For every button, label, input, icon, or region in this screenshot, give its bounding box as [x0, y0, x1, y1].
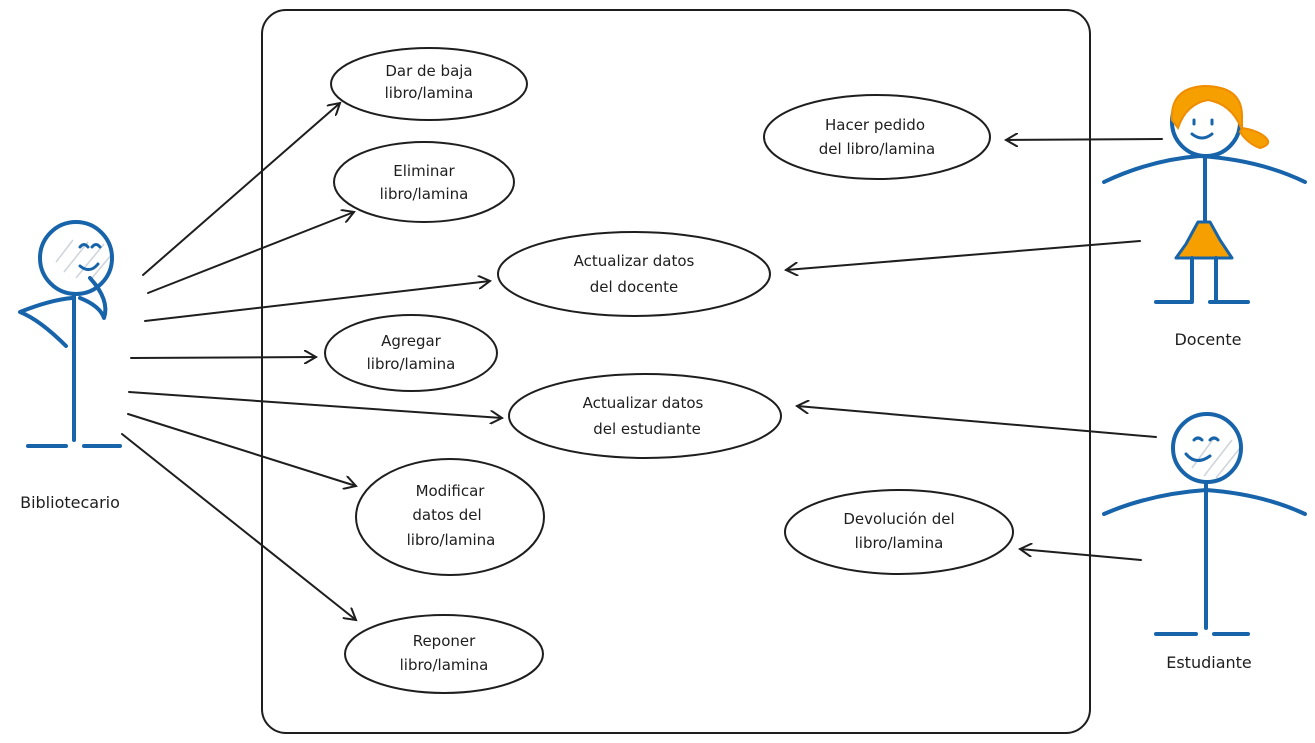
- arrow-bibliotecario-agregar: [130, 357, 316, 358]
- actor-estudiante[interactable]: [1102, 412, 1307, 636]
- use-case-label: del estudiante: [593, 420, 701, 438]
- arrow-bibliotecario-modificar: [127, 413, 356, 486]
- arrow-docente-actualizar-docente: [786, 240, 1141, 270]
- use-case-label: Actualizar datos: [574, 252, 695, 270]
- arrow-bibliotecario-dar-baja: [142, 103, 340, 276]
- use-case-modificar[interactable]: Modificar datos del libro/lamina: [355, 458, 545, 576]
- use-case-reponer[interactable]: Reponer libro/lamina: [344, 614, 544, 694]
- use-case-label: del libro/lamina: [819, 140, 935, 158]
- use-case-label: datos del: [412, 506, 481, 524]
- use-case-label: Eliminar: [393, 162, 455, 180]
- use-case-label: del docente: [590, 278, 678, 296]
- use-case-label: libro/lamina: [385, 84, 474, 102]
- actor-docente[interactable]: [1102, 84, 1307, 304]
- arrow-estudiante-devolucion: [1020, 549, 1142, 561]
- associations: [121, 103, 1163, 620]
- actor-head: [1171, 412, 1243, 484]
- arrow-docente-hacer-pedido: [1006, 139, 1163, 140]
- arrow-bibliotecario-reponer: [121, 433, 356, 620]
- use-case-dar-baja[interactable]: Dar de baja libro/lamina: [330, 47, 528, 121]
- use-case-eliminar[interactable]: Eliminar libro/lamina: [333, 141, 515, 223]
- use-case-agregar[interactable]: Agregar libro/lamina: [324, 314, 498, 392]
- use-case-actualizar-estudiante[interactable]: Actualizar datos del estudiante: [508, 373, 782, 459]
- actor-label-docente: Docente: [1174, 330, 1241, 349]
- use-case-label: Devolución del: [843, 510, 954, 528]
- use-case-devolucion[interactable]: Devolución del libro/lamina: [784, 489, 1014, 575]
- use-case-actualizar-docente[interactable]: Actualizar datos del docente: [497, 231, 771, 317]
- use-case-label: libro/lamina: [855, 534, 944, 552]
- use-case-label: libro/lamina: [400, 656, 489, 674]
- use-case-label: Actualizar datos: [583, 394, 704, 412]
- actor-head: [1170, 84, 1270, 158]
- use-case-label: Reponer: [413, 632, 476, 650]
- dress: [1174, 220, 1234, 260]
- actor-label-bibliotecario: Bibliotecario: [20, 493, 120, 512]
- arrow-bibliotecario-eliminar: [147, 212, 354, 294]
- use-case-label: Agregar: [381, 332, 442, 350]
- use-case-label: Dar de baja: [385, 62, 472, 80]
- actor-bibliotecario[interactable]: [18, 220, 122, 448]
- use-case-label: Hacer pedido: [825, 116, 925, 134]
- arrow-bibliotecario-actualizar-estudiante: [128, 391, 502, 418]
- arrow-bibliotecario-actualizar-docente: [144, 281, 490, 322]
- braid: [1238, 126, 1270, 150]
- use-case-label: libro/lamina: [407, 531, 496, 549]
- actor-head: [38, 220, 114, 296]
- use-case-label: libro/lamina: [367, 355, 456, 373]
- arrow-estudiante-actualizar-estudiante: [797, 406, 1157, 438]
- use-case-label: Modificar: [416, 482, 486, 500]
- use-case-label: libro/lamina: [380, 185, 469, 203]
- system-boundary: [261, 9, 1091, 734]
- actor-label-estudiante: Estudiante: [1166, 653, 1252, 672]
- use-case-hacer-pedido[interactable]: Hacer pedido del libro/lamina: [763, 94, 991, 180]
